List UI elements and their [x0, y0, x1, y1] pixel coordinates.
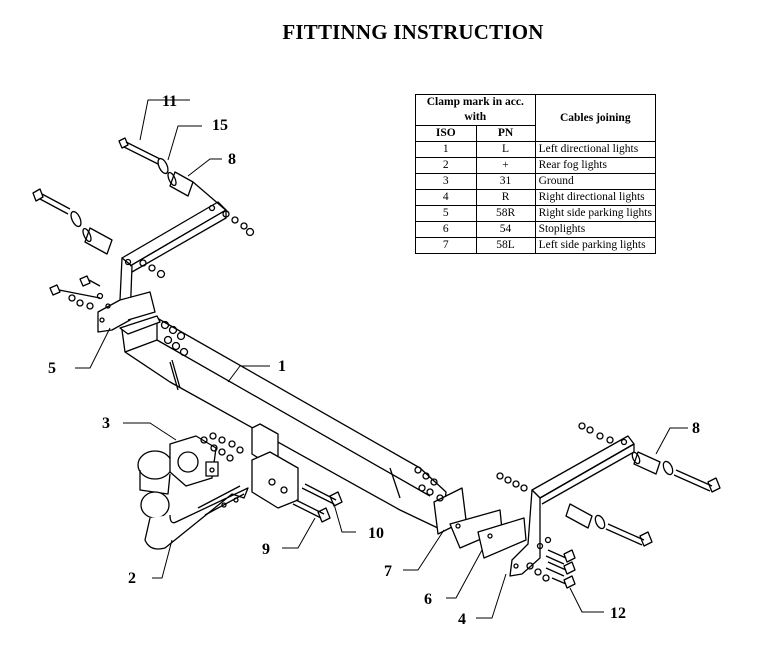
callout-10: 10: [368, 525, 384, 542]
bottom-bolts: [292, 483, 343, 523]
callout-1: 1: [278, 358, 286, 375]
left-bracket-nuts: [49, 210, 255, 310]
callout-12: 12: [610, 605, 626, 622]
callout-8-left: 8: [228, 151, 236, 168]
header-cables-joining: Cables joining: [534, 94, 657, 142]
callout-6: 6: [424, 591, 432, 608]
right-bolt-assembly: [565, 451, 721, 547]
leader-lines: [75, 99, 688, 619]
tow-ball-flange: [169, 432, 244, 487]
callout-7: 7: [384, 563, 392, 580]
left-bolt-assembly: [32, 188, 113, 255]
right-end-plates: [414, 466, 527, 559]
cable-description-cell: Left side parking lights: [534, 237, 657, 254]
callout-8-right: 8: [692, 420, 700, 437]
pn-cell: 58L: [475, 237, 536, 254]
cable-description-cell: Right side parking lights: [534, 205, 657, 222]
top-bolt-assembly: [118, 137, 229, 213]
cable-joining-table: Clamp mark in acc. with Cables joining I…: [415, 94, 657, 254]
callout-15: 15: [212, 117, 228, 134]
callout-5: 5: [48, 360, 56, 377]
bottom-right-bolts: [526, 536, 576, 589]
center-mount-plate: [251, 423, 299, 509]
header-clamp-mark: Clamp mark in acc. with: [415, 94, 536, 126]
callout-3: 3: [102, 415, 110, 432]
left-side-bracket: [97, 201, 227, 333]
callout-11: 11: [162, 93, 177, 110]
cable-description-cell: Stoplights: [534, 221, 657, 238]
pn-cell: 58R: [475, 205, 536, 222]
header-pn: PN: [475, 125, 536, 142]
cable-description-cell: Right directional lights: [534, 189, 657, 206]
tow-ball-assembly: [137, 450, 249, 550]
page-title: FITTINNG INSTRUCTION: [282, 20, 544, 44]
right-side-bracket: [496, 422, 635, 577]
callout-9: 9: [262, 541, 270, 558]
callout-4: 4: [458, 611, 466, 628]
callout-2: 2: [128, 570, 136, 587]
